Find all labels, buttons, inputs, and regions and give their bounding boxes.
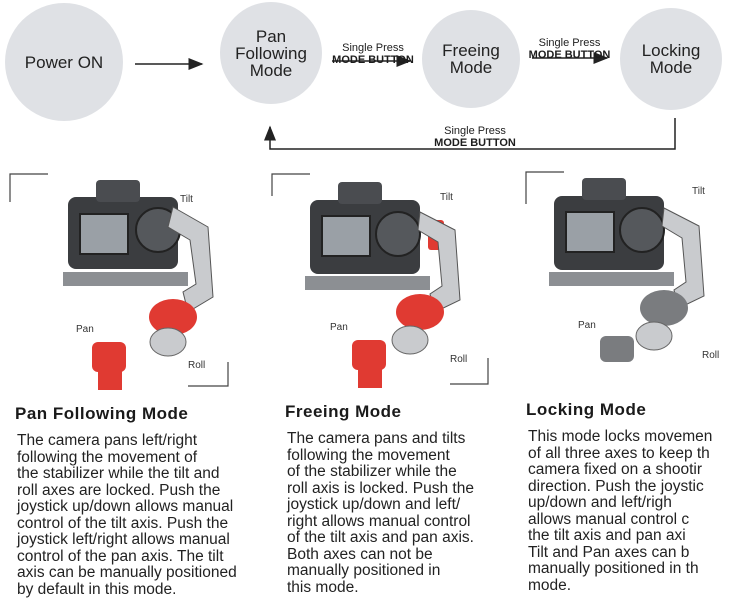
description-line: Tilt and Pan axes can b <box>528 545 734 562</box>
description-line: roll axis is locked. Push the <box>287 481 517 498</box>
description-line: control of the tilt axis. Push the <box>17 516 267 533</box>
description-line: roll axes are locked. Push the <box>17 483 267 500</box>
pan-following-mode-title: Pan Following Mode <box>15 404 188 424</box>
roll-label: Roll <box>702 350 719 361</box>
tilt-label: Tilt <box>440 192 453 203</box>
flow-arrows <box>0 0 734 160</box>
description-line: The camera pans and tilts <box>287 431 517 448</box>
gimbal-image-pan-following: Tilt Pan Roll <box>8 172 233 392</box>
locking-mode-title: Locking Mode <box>526 400 646 420</box>
description-line: manually positioned in <box>287 563 517 580</box>
description-line: up/down and left/righ <box>528 495 734 512</box>
description-line: right allows manual control <box>287 514 517 531</box>
description-line: following the movement <box>287 448 517 465</box>
description-line: the tilt axis and pan axi <box>528 528 734 545</box>
description-line: mode. <box>528 578 734 595</box>
pan-label: Pan <box>330 322 348 333</box>
description-line: by default in this mode. <box>17 582 267 599</box>
description-line: this mode. <box>287 580 517 597</box>
description-line: joystick up/down allows manual <box>17 499 267 516</box>
description-line: axis can be manually positioned <box>17 565 267 582</box>
gimbal-image-freeing: Tilt Pan Roll <box>270 172 495 392</box>
roll-label: Roll <box>188 360 205 371</box>
tilt-label: Tilt <box>692 186 705 197</box>
description-line: direction. Push the joystic <box>528 479 734 496</box>
description-line: the stabilizer while the tilt and <box>17 466 267 483</box>
pan-label: Pan <box>578 320 596 331</box>
freeing-mode-title: Freeing Mode <box>285 402 402 422</box>
roll-label: Roll <box>450 354 467 365</box>
description-line: manually positioned in th <box>528 561 734 578</box>
pan-label: Pan <box>76 324 94 335</box>
description-line: joystick left/right allows manual <box>17 532 267 549</box>
description-line: control of the pan axis. The tilt <box>17 549 267 566</box>
gimbal-image-locking: Tilt Pan Roll <box>524 170 734 390</box>
description-line: camera fixed on a shootir <box>528 462 734 479</box>
description-line: Both axes can not be <box>287 547 517 564</box>
description-line: joystick up/down and left/ <box>287 497 517 514</box>
tilt-label: Tilt <box>180 194 193 205</box>
description-line: The camera pans left/right <box>17 433 267 450</box>
description-line: allows manual control c <box>528 512 734 529</box>
description-line: following the movement of <box>17 450 267 467</box>
description-line: of the tilt axis and pan axis. <box>287 530 517 547</box>
description-line: of all three axes to keep th <box>528 446 734 463</box>
description-line: This mode locks movemen <box>528 429 734 446</box>
description-line: of the stabilizer while the <box>287 464 517 481</box>
